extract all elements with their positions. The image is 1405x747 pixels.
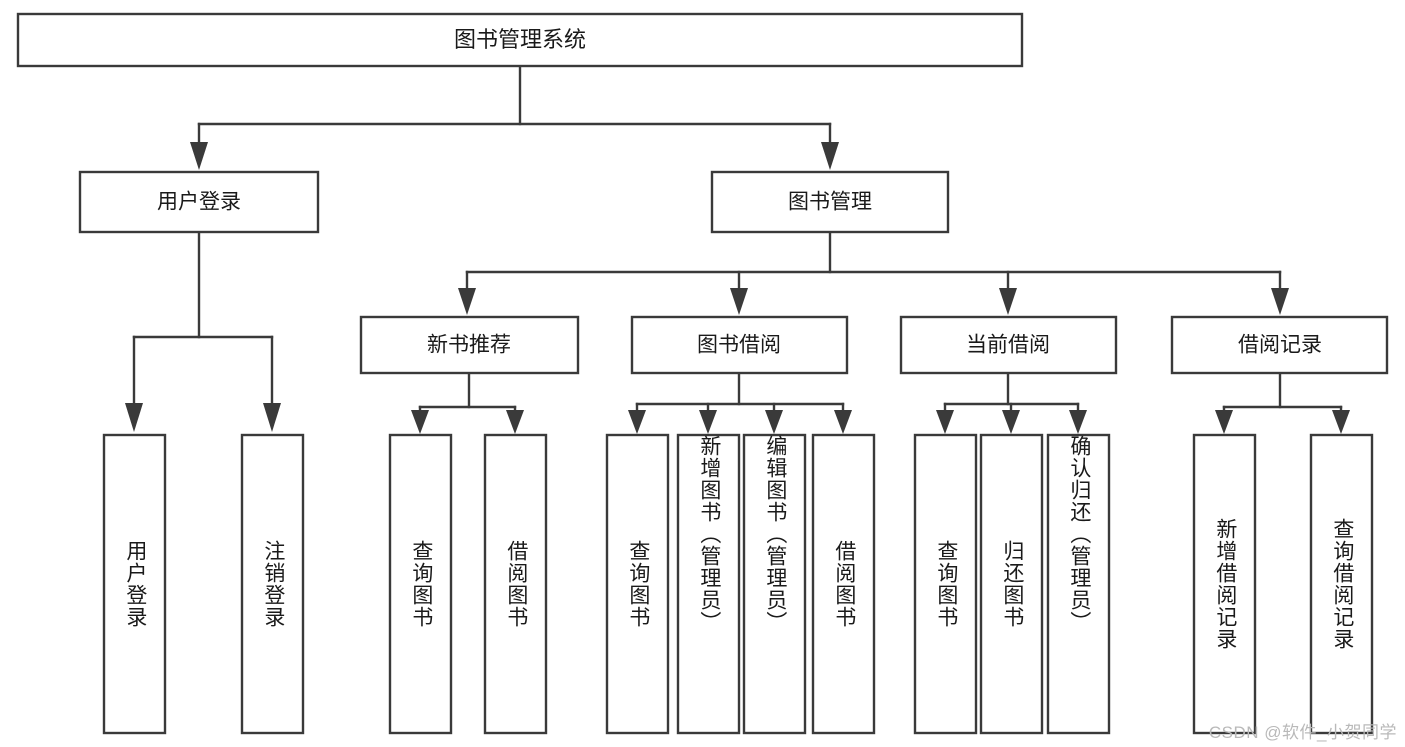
arrow-head-icon (821, 142, 839, 170)
arrow-head-icon (1215, 410, 1233, 434)
leaf-box-query-book-recommend[interactable] (388, 433, 453, 735)
node-book-borrow-box[interactable] (630, 315, 849, 375)
arrow-head-icon (190, 142, 208, 170)
leaf-box-borrow-book[interactable] (811, 433, 876, 735)
leaf-box-user-login[interactable] (102, 433, 167, 735)
node-current-borrow-label: 当前借阅 (966, 334, 1050, 357)
node-new-book-recommend[interactable]: 新书推荐 (359, 315, 580, 375)
node-user-login[interactable]: 用户登录 (78, 170, 320, 234)
leaf-box-return-book[interactable] (979, 433, 1044, 735)
connector-borrowrecord-to-leaves (1215, 371, 1350, 434)
connector-bookmgmt-to-level3 (458, 230, 1289, 315)
arrow-head-icon (1332, 410, 1350, 434)
arrow-head-icon (506, 410, 524, 434)
arrow-head-icon (730, 288, 748, 315)
leaf-box-confirm-return-admin[interactable] (1046, 433, 1111, 735)
leaf-box-query-book-current[interactable] (913, 433, 978, 735)
leaf-box-edit-book-admin[interactable] (742, 433, 807, 735)
arrow-head-icon (125, 403, 143, 432)
leaf-box-add-borrow-record[interactable] (1192, 433, 1257, 735)
node-root[interactable]: 图书管理系统 (16, 12, 1024, 68)
node-root-box[interactable] (16, 12, 1024, 68)
arrow-head-icon (999, 288, 1017, 315)
arrow-head-icon (936, 410, 954, 434)
arrow-head-icon (458, 288, 476, 315)
node-book-management[interactable]: 图书管理 (710, 170, 950, 234)
connector-currentborrow-to-leaves (936, 371, 1087, 434)
node-book-borrow-label: 图书借阅 (697, 334, 781, 357)
node-borrow-record[interactable]: 借阅记录 (1170, 315, 1389, 375)
node-user-login-label: 用户登录 (157, 191, 241, 214)
node-root-label: 图书管理系统 (454, 27, 586, 52)
connector-userlogin-to-leaves (125, 230, 281, 432)
node-current-borrow-box[interactable] (899, 315, 1118, 375)
node-current-borrow[interactable]: 当前借阅 (899, 315, 1118, 375)
leaf-box-query-borrow-record[interactable] (1309, 433, 1374, 735)
arrow-head-icon (411, 410, 429, 434)
leaf-box-add-book-admin[interactable] (676, 433, 741, 735)
arrow-head-icon (834, 410, 852, 434)
leaf-box-borrow-book-recommend[interactable] (483, 433, 548, 735)
node-borrow-record-label: 借阅记录 (1238, 334, 1322, 357)
node-new-book-recommend-box[interactable] (359, 315, 580, 375)
leaf-box-query-book-borrow[interactable] (605, 433, 670, 735)
connector-root-to-level2 (190, 64, 839, 170)
arrow-head-icon (699, 410, 717, 434)
arrow-head-icon (765, 410, 783, 434)
arrow-head-icon (1002, 410, 1020, 434)
arrow-head-icon (1271, 288, 1289, 315)
node-new-book-recommend-label: 新书推荐 (427, 334, 511, 357)
arrow-head-icon (1069, 410, 1087, 434)
node-book-management-box[interactable] (710, 170, 950, 234)
arrow-head-icon (628, 410, 646, 434)
node-borrow-record-box[interactable] (1170, 315, 1389, 375)
node-user-login-box[interactable] (78, 170, 320, 234)
node-book-borrow[interactable]: 图书借阅 (630, 315, 849, 375)
csdn-watermark: CSDN @软件_小贺同学 (1208, 723, 1397, 742)
connector-bookborrow-to-leaves (628, 371, 852, 434)
leaf-box-logout[interactable] (240, 433, 305, 735)
arrow-head-icon (263, 403, 281, 432)
connector-newbook-to-leaves (411, 371, 524, 434)
node-book-management-label: 图书管理 (788, 191, 872, 214)
